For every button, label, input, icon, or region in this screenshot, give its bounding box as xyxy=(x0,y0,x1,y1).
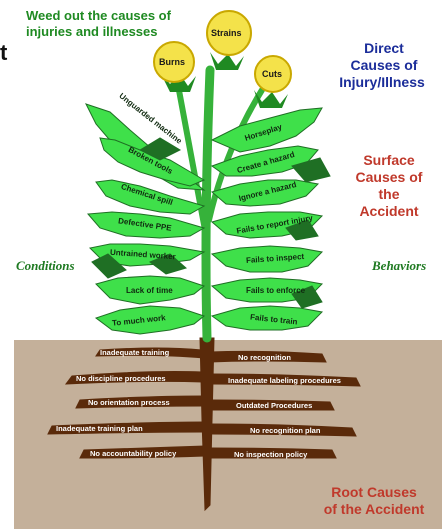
root-label-no-inspection-policy: No inspection policy xyxy=(234,450,307,459)
root-label-inadequate-labeling-procedures: Inadequate labeling procedures xyxy=(228,376,341,385)
root-label-no-recognition-plan: No recognition plan xyxy=(250,426,320,435)
root-label-no-orientation-process: No orientation process xyxy=(88,398,170,407)
flower-burns xyxy=(154,42,196,92)
root-label-inadequate-training: Inadequate training xyxy=(100,348,169,357)
root-label-no-accountability-policy: No accountability policy xyxy=(90,449,176,458)
flower-label-strains: Strains xyxy=(211,28,242,38)
condition-label-lack-of-time: Lack of time xyxy=(126,286,173,295)
surface-label-line-4: Accident xyxy=(344,203,434,219)
root-label-no-recognition: No recognition xyxy=(238,353,291,362)
root-label-line-2: of the Accident xyxy=(316,501,432,517)
behaviors-label: Behaviors xyxy=(372,258,426,274)
flower-label-burns: Burns xyxy=(159,57,185,67)
flower-cuts xyxy=(254,56,291,108)
stray-character: t xyxy=(0,40,7,66)
root-label-inadequate-training-plan: Inadequate training plan xyxy=(56,424,143,433)
title-line-2: injuries and illnesses xyxy=(26,24,158,39)
direct-label-line-3: Injury/Illness xyxy=(322,74,442,90)
behavior-label-fails-to-enforce: Fails to enforce xyxy=(246,286,305,295)
root-label-outdated-procedures: Outdated Procedures xyxy=(236,401,312,410)
root-label-line-1: Root Causes xyxy=(324,484,424,500)
surface-label-line-2: Causes of xyxy=(344,169,434,185)
flower-strains xyxy=(207,11,251,70)
direct-label-line-2: Causes of xyxy=(334,57,434,73)
root-label-no-discipline-procedures: No discipline procedures xyxy=(76,374,166,383)
conditions-label: Conditions xyxy=(16,258,75,274)
surface-label-line-1: Surface xyxy=(349,152,429,168)
title-line-1: Weed out the causes of xyxy=(26,8,171,23)
flower-label-cuts: Cuts xyxy=(262,69,282,79)
surface-label-line-3: the xyxy=(359,186,419,202)
direct-label-line-1: Direct xyxy=(349,40,419,56)
